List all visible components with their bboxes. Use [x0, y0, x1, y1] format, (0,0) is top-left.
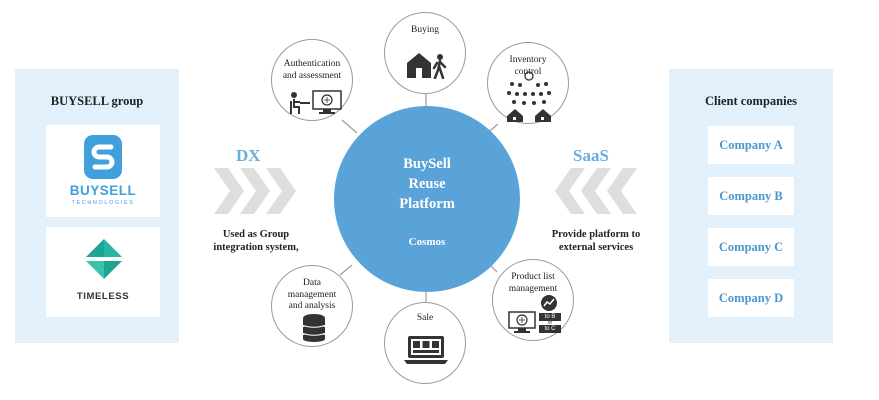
client-companies-title: Client companies	[704, 94, 797, 108]
laptop-shop-icon	[404, 336, 448, 364]
hub-title-line2: Reuse	[408, 176, 446, 192]
company-a-box: Company A	[708, 126, 794, 164]
product-list-label: Product list management	[493, 272, 573, 295]
inventory-network-icon	[507, 71, 551, 122]
saas-heading: SaaS	[573, 146, 609, 165]
data-management-node: Data management and analysis	[271, 265, 353, 347]
saas-caption-line2: external services	[558, 242, 634, 253]
sale-node: Sale	[384, 302, 466, 384]
inventory-control-node: Inventory control	[487, 42, 569, 124]
house-person-icon	[407, 53, 447, 79]
tag-or: or	[547, 320, 553, 326]
saas-caption: Provide platform to external services	[540, 228, 652, 254]
hub-title-line3: Platform	[399, 196, 455, 212]
tag-to-b: to B	[544, 314, 556, 320]
data-label-line2: management	[287, 289, 337, 300]
dx-caption-line2: integration system,	[213, 242, 299, 253]
hub-title-line1: BuySell	[403, 156, 451, 172]
database-icon	[302, 314, 326, 342]
product-label-line2: management	[508, 283, 558, 294]
authentication-label-line1: Authentication	[283, 59, 341, 69]
product-label-line1: Product list	[511, 272, 555, 282]
company-d-box: Company D	[708, 279, 794, 317]
sale-label: Sale	[416, 313, 434, 323]
data-management-label: Data management and analysis	[272, 278, 352, 313]
buying-node: Buying	[384, 12, 466, 94]
buying-label: Buying	[411, 25, 439, 35]
authentication-node: Authentication and assessment	[271, 39, 353, 121]
dx-caption-line1: Used as Group	[222, 229, 290, 240]
timeless-wordmark: TIMELESS	[76, 291, 130, 302]
product-list-node: Product list management to B or to C	[492, 259, 574, 341]
saas-caption-line1: Provide platform to	[551, 229, 641, 240]
buysell-group-panel: BUYSELL group BUYSELL TECHNOLOGIES TIMEL…	[15, 69, 179, 343]
authentication-label-line2: and assessment	[282, 70, 342, 81]
timeless-logo: TIMELESS	[46, 227, 160, 317]
buysell-s-icon	[84, 135, 122, 179]
company-c-box: Company C	[708, 228, 794, 266]
data-label-line1: Data	[303, 278, 321, 288]
inventory-label-line1: Inventory	[509, 55, 547, 65]
buysell-group-title: BUYSELL group	[50, 94, 144, 108]
data-label-line3: and analysis	[288, 301, 336, 311]
dx-caption: Used as Group integration system,	[200, 228, 312, 254]
timeless-star-icon	[86, 239, 122, 279]
buysell-subtitle: TECHNOLOGIES	[71, 200, 135, 206]
client-companies-panel: Client companies Company A Company B Com…	[669, 69, 833, 343]
buysell-wordmark: BUYSELL	[69, 183, 137, 198]
buysell-logo: BUYSELL TECHNOLOGIES	[46, 125, 160, 217]
hub-title: BuySell Reuse Platform	[334, 154, 520, 214]
listing-chart-icon	[508, 295, 561, 333]
tag-to-c: to C	[544, 326, 556, 332]
appraiser-desk-icon	[290, 90, 342, 114]
hub-subtitle: Cosmos	[408, 236, 446, 248]
dx-heading: DX	[236, 146, 261, 165]
right-chevrons-icon	[214, 168, 296, 214]
left-chevrons-icon	[555, 168, 637, 214]
connector-data	[339, 264, 353, 276]
buysell-reuse-platform-hub: BuySell Reuse Platform Cosmos	[334, 106, 520, 292]
authentication-label: Authentication and assessment	[272, 59, 352, 82]
company-b-box: Company B	[708, 177, 794, 215]
connector-auth	[341, 119, 358, 134]
